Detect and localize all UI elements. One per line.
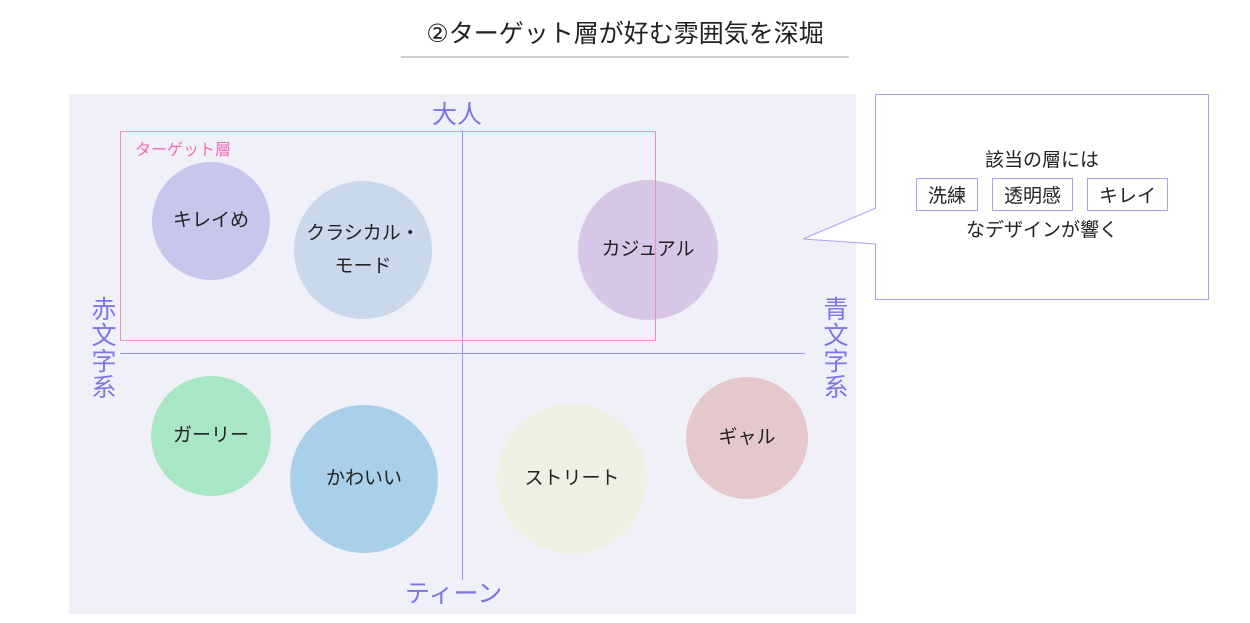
axis-label-bottom: ティーン [405,579,503,608]
page-title: ②ターゲット層が好む雰囲気を深堀 [426,19,824,48]
target-area [120,131,656,341]
tag-kirei: キレイ [1087,178,1169,211]
axis-label-left: 赤文字系 [88,296,117,400]
callout-line2: なデザインが響く [965,219,1118,241]
circle-kireime: キレイめ [152,162,270,280]
axis-label-right: 青文字系 [820,296,849,400]
vertical-axis [462,130,463,580]
circle-street: ストリート [497,404,647,554]
circle-label: キレイめ [172,209,249,232]
tag-senren: 洗練 [915,178,978,211]
callout-box: 該当の層には 洗練透明感キレイ なデザインが響く [875,94,1209,300]
circle-label: かわいい [325,467,402,490]
horizontal-axis [120,353,805,354]
circle-label: ガーリー [172,424,249,447]
tag-toumeikan: 透明感 [991,178,1073,211]
title-underline [401,56,849,58]
circle-gyaru: ギャル [686,377,808,499]
target-label: ターゲット層 [135,140,232,159]
callout-line1: 該当の層には [984,149,1099,171]
circle-label: ストリート [524,467,620,490]
axis-label-top: 大人 [432,100,483,129]
callout-tail [802,207,877,245]
circle-girly: ガーリー [151,376,271,496]
circle-label: カジュアル [601,238,695,261]
circle-label: クラシカル・ モード [306,221,420,277]
circle-classical-mode: クラシカル・ モード [294,181,432,319]
circle-kawaii: かわいい [290,405,438,553]
circle-casual: カジュアル [578,180,718,320]
circle-label: ギャル [718,426,776,449]
